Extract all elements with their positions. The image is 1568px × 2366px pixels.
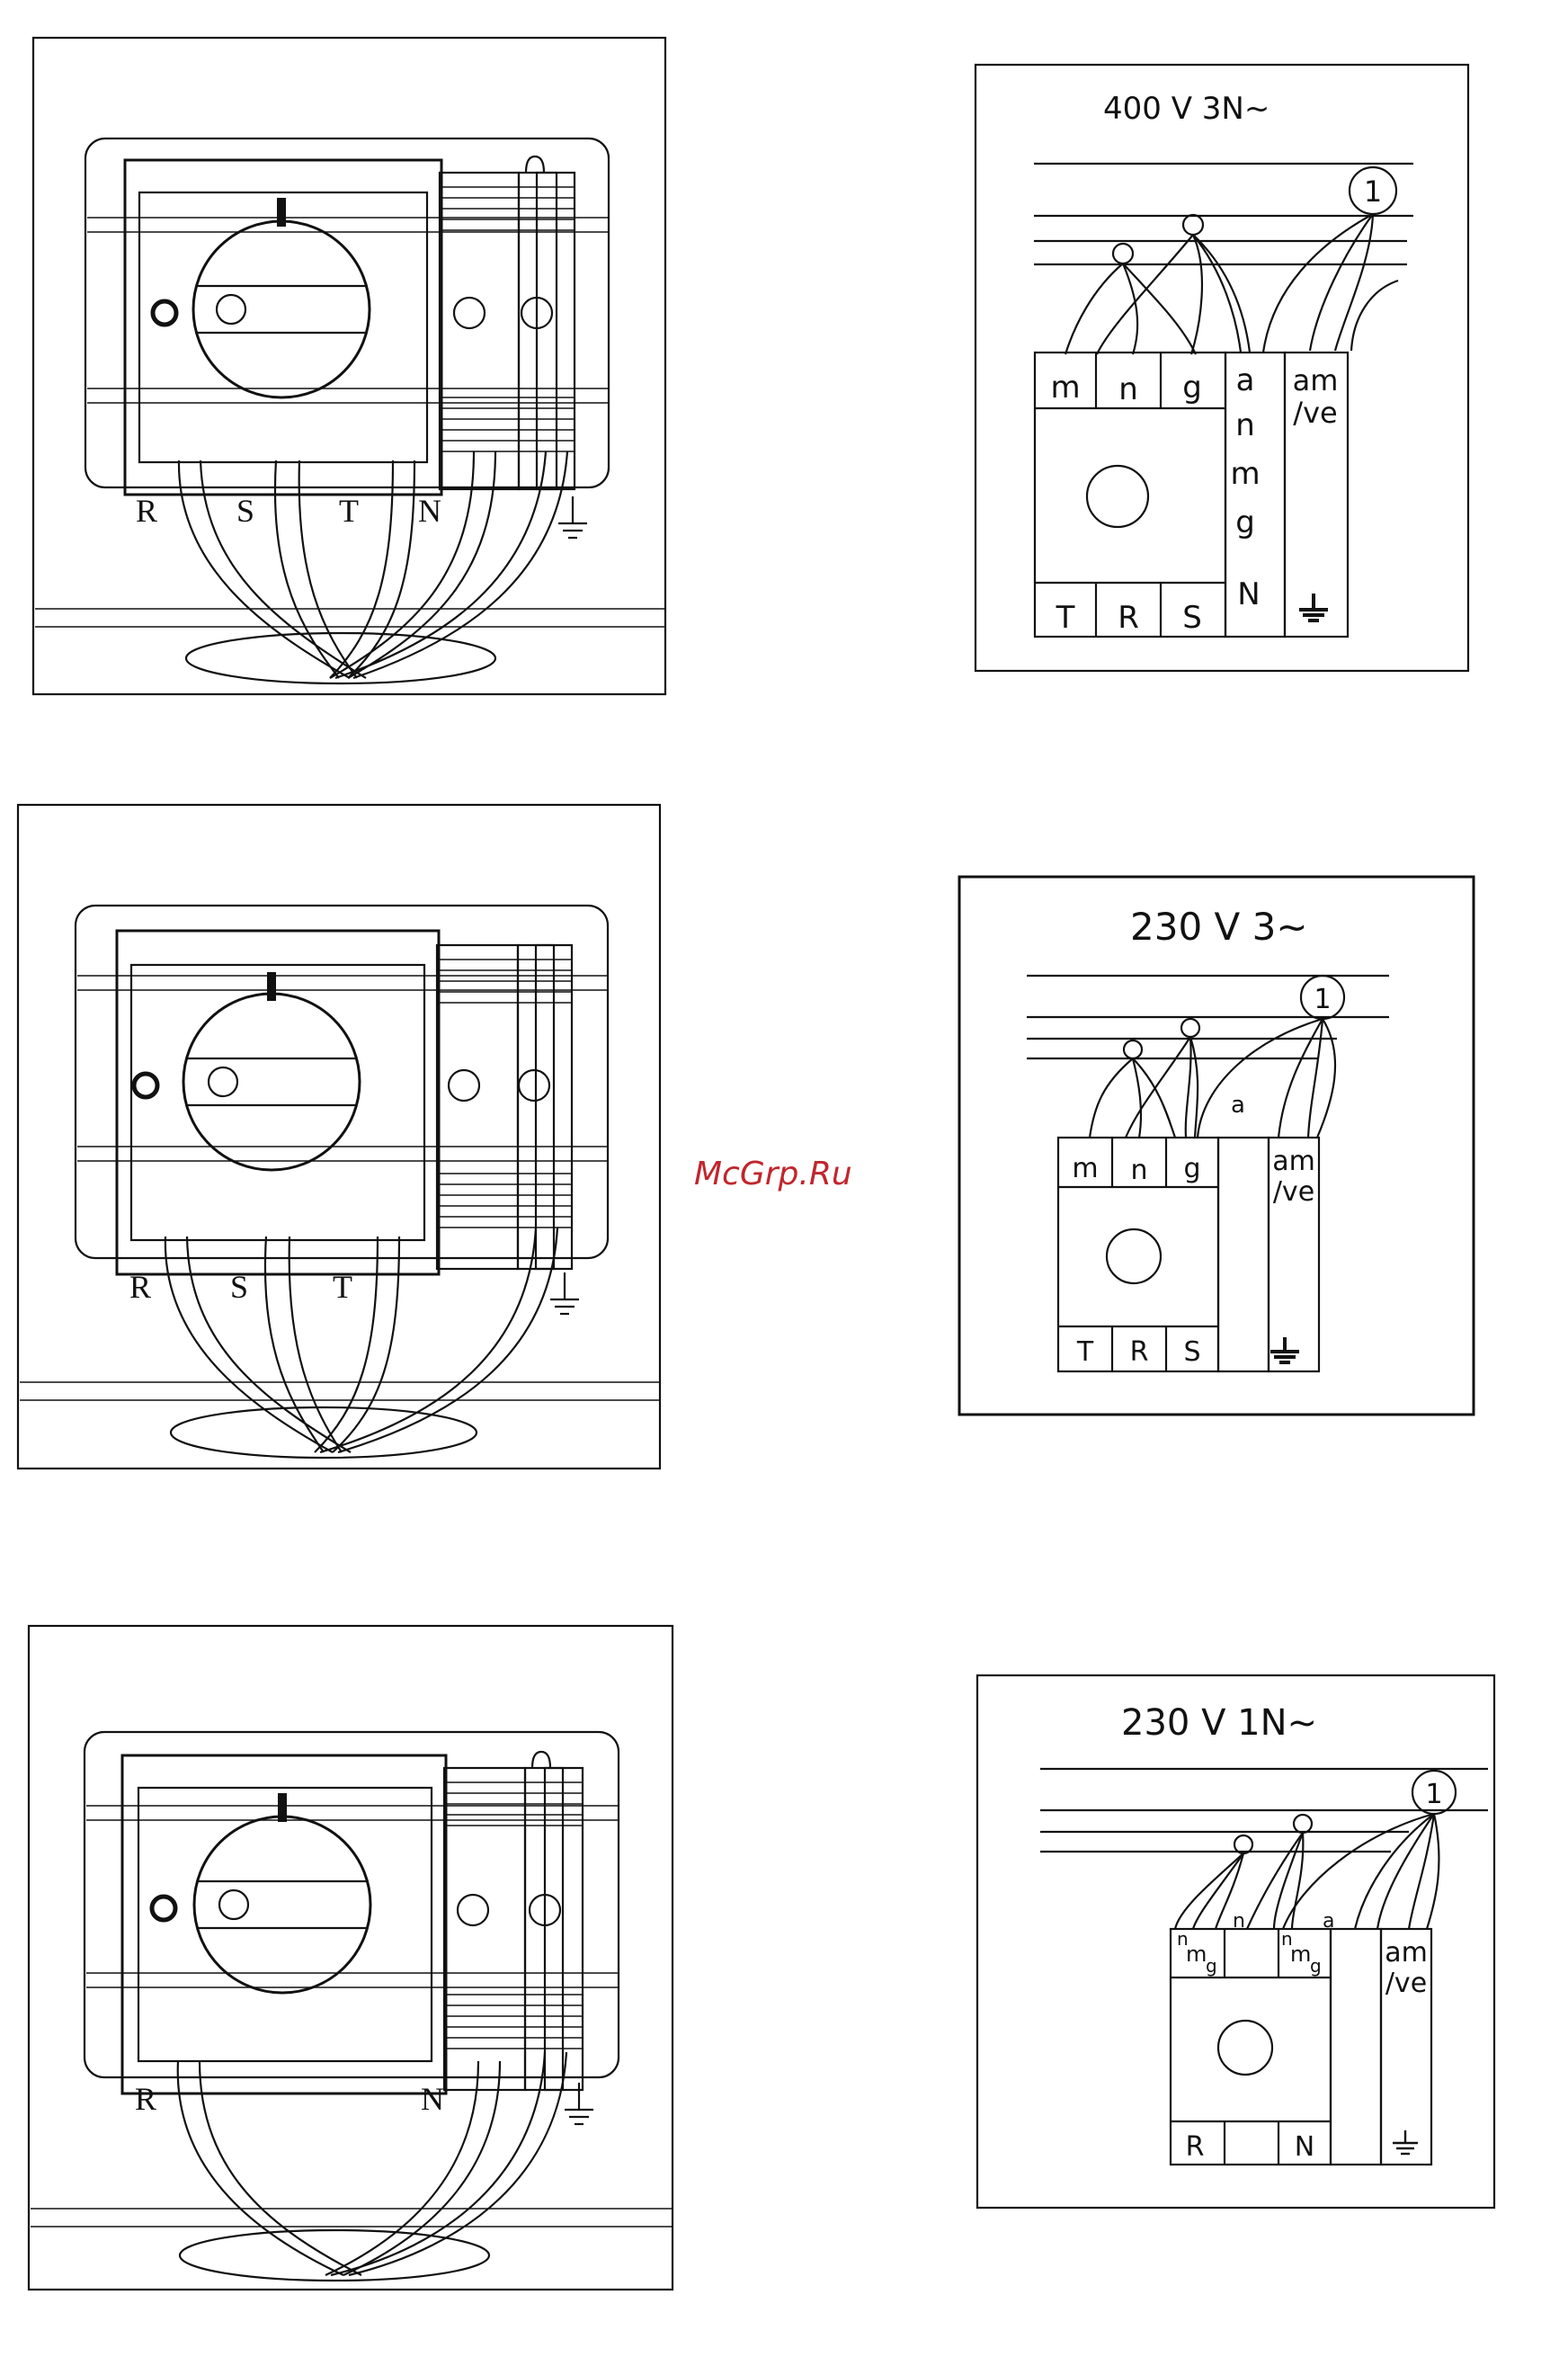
wiring-diagram-1: 400 V 3N~ 1 m n g T R S a n m g N	[976, 65, 1470, 673]
wires	[1090, 1019, 1335, 1138]
terminal-label: T	[333, 1269, 352, 1305]
switch-body	[117, 931, 439, 1274]
switch-illustration-1: R S T N	[33, 38, 668, 694]
supply-voltage-title: 230 V 3~	[1130, 905, 1308, 949]
wall-plate	[85, 1732, 619, 2077]
earth-icon	[1270, 1337, 1299, 1362]
wire-label: a	[1231, 1092, 1245, 1119]
terminal-label: R	[135, 2081, 156, 2117]
off-mark	[153, 301, 176, 325]
terminal-label: N	[421, 2081, 444, 2117]
on-mark	[277, 198, 286, 227]
supply-voltage-title: 230 V 1N~	[1121, 1702, 1317, 1744]
terminal-label: S	[1182, 600, 1202, 636]
earth-icon	[1299, 594, 1328, 621]
switch-knob	[1087, 466, 1148, 527]
terminal-module	[444, 1768, 525, 2090]
cable-bundle	[165, 1228, 557, 1452]
terminal-label: g	[1183, 1153, 1200, 1184]
cable-entry	[180, 2230, 489, 2281]
rotary-knob	[183, 994, 360, 1170]
terminal-label: R	[129, 1269, 151, 1305]
switch-illustration-3: R N	[29, 1626, 674, 2291]
svg-text:am: am	[1272, 1146, 1315, 1177]
cable-bundle	[179, 451, 567, 678]
earth-icon	[1393, 2130, 1418, 2154]
terminal-label: N	[1295, 2131, 1314, 2163]
svg-text:g: g	[1206, 1955, 1217, 1977]
svg-text:1: 1	[1364, 174, 1382, 209]
terminal-label: R	[136, 493, 157, 529]
svg-text:n: n	[1233, 1910, 1245, 1933]
illustration-frame	[29, 1626, 673, 2290]
terminal-screw	[449, 1070, 479, 1101]
terminal-label: T	[1056, 600, 1075, 636]
terminal-label: S	[236, 493, 254, 529]
earth-icon	[558, 496, 587, 538]
terminal-label: T	[339, 493, 359, 529]
svg-text:am: am	[1385, 1937, 1428, 1969]
terminal-screw	[454, 298, 485, 328]
terminal-label: R	[1130, 1336, 1149, 1368]
svg-text:1: 1	[1314, 984, 1331, 1015]
off-mark	[134, 1074, 157, 1097]
supply-lines	[1027, 976, 1389, 1058]
rotary-knob	[193, 221, 370, 397]
terminal-label: n	[1118, 371, 1138, 407]
diagram-frame	[976, 65, 1468, 671]
wires	[1065, 214, 1398, 354]
cable-bundle	[178, 2052, 566, 2275]
neutral-module	[1218, 1138, 1269, 1371]
watermark-text: McGrp.Ru	[694, 1156, 852, 1192]
svg-text:/ve: /ve	[1385, 1968, 1427, 1999]
terminal-label: S	[230, 1269, 248, 1305]
supply-lines	[1034, 164, 1413, 264]
terminal-label: T	[1076, 1336, 1094, 1368]
supply-voltage-title: 400 V 3N~	[1103, 91, 1270, 127]
svg-text:m: m	[1290, 1942, 1311, 1967]
terminal-label: g	[1182, 370, 1202, 406]
off-mark	[152, 1897, 175, 1920]
svg-text:am: am	[1293, 363, 1339, 397]
wall-plate	[85, 138, 609, 487]
wiring-diagram-3: 230 V 1N~ 1 n m g n n m g a R N am /ve	[977, 1675, 1497, 2211]
terminal-label: R	[1186, 2131, 1205, 2163]
terminal-screw	[458, 1895, 488, 1925]
rotary-knob	[194, 1817, 370, 1993]
earth-icon	[565, 2083, 593, 2124]
svg-text:a: a	[1236, 362, 1255, 398]
svg-text:g: g	[1310, 1955, 1322, 1977]
terminal-module	[437, 945, 518, 1269]
terminal-label: S	[1183, 1336, 1200, 1368]
terminal-label: n	[1130, 1155, 1147, 1186]
svg-text:m: m	[1186, 1942, 1207, 1967]
svg-text:/ve: /ve	[1293, 396, 1337, 430]
on-mark	[278, 1793, 287, 1822]
svg-text:/ve: /ve	[1273, 1176, 1314, 1208]
svg-text:N: N	[1237, 576, 1260, 612]
terminal-label: N	[418, 493, 441, 529]
on-mark	[267, 972, 276, 1001]
svg-text:m: m	[1230, 456, 1260, 492]
switch-knob	[1107, 1229, 1161, 1283]
terminal-module	[440, 173, 519, 489]
svg-text:g: g	[1235, 504, 1255, 540]
terminal-label: m	[1072, 1153, 1098, 1184]
svg-text:n: n	[1235, 407, 1255, 443]
terminal-label: R	[1118, 600, 1139, 636]
earth-icon	[550, 1272, 579, 1314]
svg-text:1: 1	[1425, 1779, 1442, 1810]
neutral-module	[1331, 1929, 1381, 2165]
terminal-label: m	[1050, 370, 1080, 406]
switch-knob	[1218, 2021, 1272, 2075]
wiring-diagram-2: 230 V 3~ 1 a m n g T R S am /ve	[959, 877, 1477, 1416]
diagram-frame	[959, 877, 1474, 1415]
switch-illustration-2: R S T	[18, 805, 662, 1470]
terminal-screw	[519, 1070, 549, 1101]
